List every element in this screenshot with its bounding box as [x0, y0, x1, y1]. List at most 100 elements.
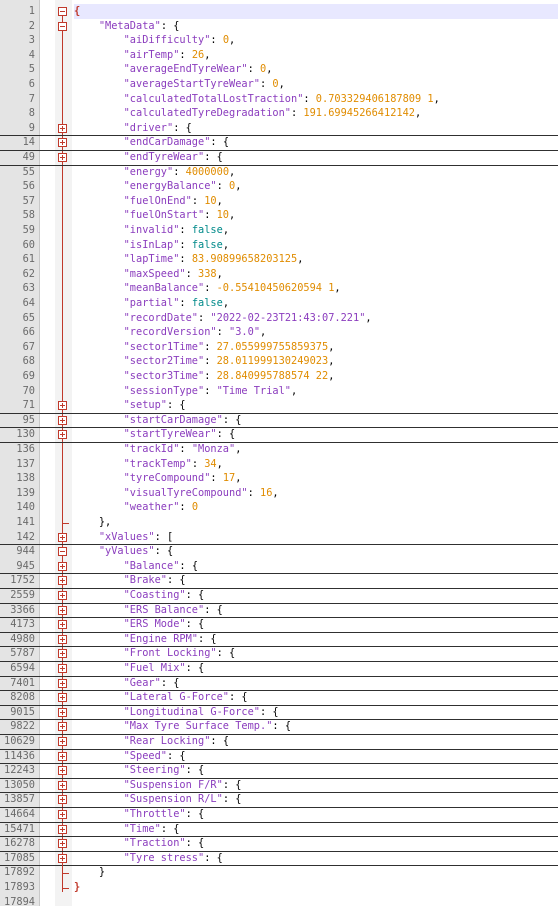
code-line[interactable]: 11436 "Speed": { — [0, 749, 558, 765]
code-line[interactable]: 14664 "Throttle": { — [0, 807, 558, 823]
expand-fold-icon[interactable] — [58, 591, 67, 600]
code-line[interactable]: 4980 "Engine RPM": { — [0, 632, 558, 648]
expand-fold-icon[interactable] — [58, 153, 67, 162]
expand-fold-icon[interactable] — [58, 766, 67, 776]
line-text: "Suspension F/R": { — [123, 778, 242, 791]
code-line[interactable]: 7401 "Gear": { — [0, 676, 558, 692]
expand-fold-icon[interactable] — [58, 722, 67, 732]
code-line[interactable]: 15471 "Time": { — [0, 822, 558, 838]
code-line[interactable]: 8 "calculatedTyreDegradation": 191.69945… — [0, 106, 558, 121]
code-line[interactable]: 5787 "Front Locking": { — [0, 646, 558, 662]
code-line[interactable]: 139 "visualTyreCompound": 16, — [0, 486, 558, 501]
collapse-fold-icon[interactable] — [58, 21, 67, 31]
code-line[interactable]: 137 "trackTemp": 34, — [0, 457, 558, 472]
expand-fold-icon[interactable] — [58, 576, 67, 586]
code-line[interactable]: 62 "maxSpeed": 338, — [0, 267, 558, 282]
expand-fold-icon[interactable] — [58, 123, 67, 133]
code-line[interactable]: 1752 "Brake": { — [0, 573, 558, 589]
code-line[interactable]: 67 "sector1Time": 27.055999755859375, — [0, 340, 558, 355]
code-line[interactable]: 5 "averageEndTyreWear": 0, — [0, 62, 558, 77]
code-line[interactable]: 70 "sessionType": "Time Trial", — [0, 384, 558, 399]
expand-fold-icon[interactable] — [58, 415, 67, 425]
code-line[interactable]: 57 "fuelOnEnd": 10, — [0, 194, 558, 209]
code-line[interactable]: 66 "recordVersion": "3.0", — [0, 325, 558, 340]
code-line[interactable]: 136 "trackId": "Monza", — [0, 442, 558, 457]
code-line[interactable]: 68 "sector2Time": 28.011999130249023, — [0, 354, 558, 369]
code-line[interactable]: 142 "xValues": [ — [0, 530, 558, 546]
code-line[interactable]: 9822 "Max Tyre Surface Temp.": { — [0, 719, 558, 735]
code-line[interactable]: 6 "averageStartTyreWear": 0, — [0, 77, 558, 92]
line-number: 4980 — [10, 632, 35, 645]
expand-fold-icon[interactable] — [58, 853, 67, 863]
expand-fold-icon[interactable] — [58, 532, 67, 542]
code-line[interactable]: 3 "aiDifficulty": 0, — [0, 33, 558, 48]
expand-fold-icon[interactable] — [58, 810, 67, 819]
expand-fold-icon[interactable] — [58, 561, 67, 571]
expand-fold-icon[interactable] — [58, 620, 67, 630]
expand-fold-icon[interactable] — [58, 737, 67, 746]
code-line[interactable]: 56 "energyBalance": 0, — [0, 179, 558, 194]
code-line[interactable]: 17894 — [0, 895, 558, 909]
code-line[interactable]: 4173 "ERS Mode": { — [0, 617, 558, 633]
code-line[interactable]: 9 "driver": { — [0, 121, 558, 137]
expand-fold-icon[interactable] — [58, 634, 67, 644]
code-line[interactable]: 49 "endTyreWear": { — [0, 150, 558, 166]
code-line[interactable]: 1{ — [0, 4, 558, 19]
expand-fold-icon[interactable] — [58, 678, 67, 688]
code-line[interactable]: 14 "endCarDamage": { — [0, 135, 558, 151]
code-line[interactable]: 2 "MetaData": { — [0, 19, 558, 34]
expand-fold-icon[interactable] — [58, 605, 67, 615]
code-line[interactable]: 141 }, — [0, 515, 558, 530]
expand-fold-icon[interactable] — [58, 780, 67, 790]
line-text: "startCarDamage": { — [123, 413, 242, 426]
line-text: { — [74, 4, 558, 19]
code-line[interactable]: 95 "startCarDamage": { — [0, 413, 558, 429]
expand-fold-icon[interactable] — [58, 824, 67, 834]
expand-fold-icon[interactable] — [58, 795, 67, 805]
code-line[interactable]: 130 "startTyreWear": { — [0, 427, 558, 443]
code-line[interactable]: 4 "airTemp": 26, — [0, 48, 558, 63]
line-number: 9822 — [10, 720, 35, 733]
code-line[interactable]: 9015 "Longitudinal G-Force": { — [0, 705, 558, 721]
expand-fold-icon[interactable] — [58, 693, 67, 703]
collapse-fold-icon[interactable] — [58, 7, 67, 16]
code-line[interactable]: 17085 "Tyre stress": { — [0, 851, 558, 867]
code-line[interactable]: 17892 } — [0, 865, 558, 880]
expand-fold-icon[interactable] — [58, 649, 67, 659]
expand-fold-icon[interactable] — [58, 751, 67, 761]
code-line[interactable]: 59 "invalid": false, — [0, 223, 558, 238]
expand-fold-icon[interactable] — [58, 430, 67, 440]
code-line[interactable]: 945 "Balance": { — [0, 559, 558, 575]
code-line[interactable]: 64 "partial": false, — [0, 296, 558, 311]
expand-fold-icon[interactable] — [58, 707, 67, 717]
code-line[interactable]: 13857 "Suspension R/L": { — [0, 792, 558, 808]
code-line[interactable]: 71 "setup": { — [0, 398, 558, 414]
code-line[interactable]: 3366 "ERS Balance": { — [0, 603, 558, 619]
line-text: "maxSpeed": 338, — [123, 267, 223, 280]
code-line[interactable]: 944 "yValues": { — [0, 544, 558, 559]
code-line[interactable]: 55 "energy": 4000000, — [0, 165, 558, 180]
code-line[interactable]: 138 "tyreCompound": 17, — [0, 471, 558, 486]
code-line[interactable]: 10629 "Rear Locking": { — [0, 734, 558, 750]
expand-fold-icon[interactable] — [58, 138, 67, 148]
code-line[interactable]: 7 "calculatedTotalLostTraction": 0.70332… — [0, 92, 558, 107]
code-line[interactable]: 140 "weather": 0 — [0, 500, 558, 515]
code-line[interactable]: 61 "lapTime": 83.90899658203125, — [0, 252, 558, 267]
code-line[interactable]: 65 "recordDate": "2022-02-23T21:43:07.22… — [0, 311, 558, 326]
code-line[interactable]: 69 "sector3Time": 28.840995788574 22, — [0, 369, 558, 384]
code-line[interactable]: 60 "isInLap": false, — [0, 238, 558, 253]
code-line[interactable]: 58 "fuelOnStart": 10, — [0, 208, 558, 223]
expand-fold-icon[interactable] — [58, 664, 67, 673]
code-line[interactable]: 16278 "Traction": { — [0, 836, 558, 852]
code-line[interactable]: 2559 "Coasting": { — [0, 588, 558, 604]
code-line[interactable]: 12243 "Steering": { — [0, 763, 558, 779]
code-line[interactable]: 63 "meanBalance": -0.55410450620594 1, — [0, 281, 558, 296]
code-line[interactable]: 6594 "Fuel Mix": { — [0, 661, 558, 677]
code-line[interactable]: 8208 "Lateral G-Force": { — [0, 690, 558, 706]
expand-fold-icon[interactable] — [58, 401, 67, 411]
code-line[interactable]: 13050 "Suspension F/R": { — [0, 778, 558, 794]
code-line[interactable]: 17893} — [0, 880, 558, 895]
expand-fold-icon[interactable] — [58, 839, 67, 849]
collapse-fold-icon[interactable] — [58, 547, 67, 557]
